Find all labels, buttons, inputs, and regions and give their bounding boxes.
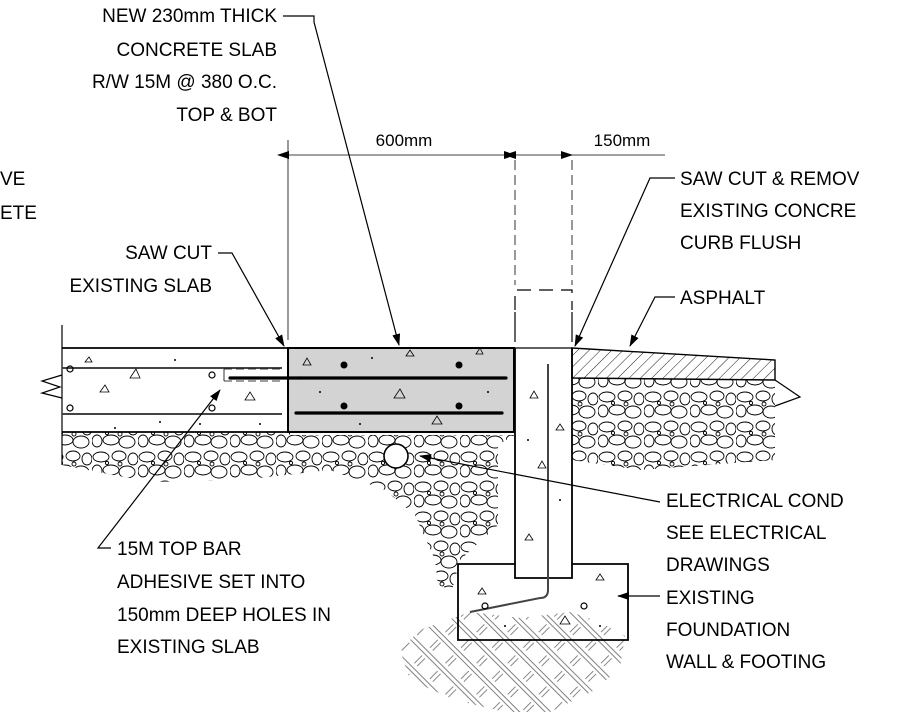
gravel-fill-right [572, 378, 775, 470]
new-concrete-slab [228, 347, 515, 433]
svg-text:EXISTING CONCRE: EXISTING CONCRE [680, 201, 856, 222]
label-top-bar: 15M TOP BAR ADHESIVE SET INTO 150mm DEEP… [117, 539, 331, 658]
svg-text:EXISTING: EXISTING [666, 588, 755, 609]
asphalt-layer [571, 347, 802, 407]
svg-text:SAW CUT: SAW CUT [125, 243, 212, 264]
existing-footing [457, 560, 629, 641]
svg-text:NEW 230mm THICK: NEW 230mm THICK [102, 6, 277, 27]
label-foundation: EXISTING FOUNDATION WALL & FOOTING [666, 588, 826, 673]
label-left-partial: VE ETE [0, 169, 37, 224]
gravel-fill-left [62, 432, 515, 590]
svg-text:ELECTRICAL COND: ELECTRICAL COND [666, 491, 844, 512]
dim-600mm: 600mm [376, 131, 433, 150]
dimension-lines [277, 140, 665, 340]
label-asphalt: ASPHALT [680, 288, 766, 309]
svg-text:15M TOP BAR: 15M TOP BAR [117, 539, 242, 560]
electrical-conduit [383, 443, 409, 469]
foundation-wall [514, 160, 573, 564]
dim-150mm: 150mm [594, 131, 651, 150]
svg-text:VE: VE [0, 169, 25, 190]
existing-slab [39, 325, 288, 465]
label-saw-cut-curb: SAW CUT & REMOV EXISTING CONCRE CURB FLU… [680, 169, 860, 254]
svg-text:SEE ELECTRICAL: SEE ELECTRICAL [666, 523, 827, 544]
svg-text:ASPHALT: ASPHALT [680, 288, 766, 309]
svg-text:ETE: ETE [0, 203, 37, 224]
svg-text:CURB FLUSH: CURB FLUSH [680, 233, 801, 254]
label-new-slab: NEW 230mm THICK CONCRETE SLAB R/W 15M @ … [92, 6, 277, 126]
svg-text:EXISTING SLAB: EXISTING SLAB [69, 276, 212, 297]
svg-text:CONCRETE SLAB: CONCRETE SLAB [117, 40, 277, 61]
svg-text:ADHESIVE SET INTO: ADHESIVE SET INTO [117, 572, 305, 593]
svg-text:EXISTING SLAB: EXISTING SLAB [117, 637, 260, 658]
leader-lines [96, 15, 675, 600]
svg-text:DRAWINGS: DRAWINGS [666, 555, 770, 576]
svg-text:WALL & FOOTING: WALL & FOOTING [666, 652, 826, 673]
undisturbed-earth-hatch [400, 612, 625, 712]
dowel-bar [223, 368, 282, 382]
svg-text:150mm DEEP HOLES IN: 150mm DEEP HOLES IN [117, 605, 331, 626]
svg-text:FOUNDATION: FOUNDATION [666, 620, 790, 641]
svg-text:SAW CUT & REMOV: SAW CUT & REMOV [680, 169, 860, 190]
svg-text:TOP & BOT: TOP & BOT [176, 105, 277, 126]
label-electrical-conduit: ELECTRICAL COND SEE ELECTRICAL DRAWINGS [666, 491, 844, 576]
svg-text:R/W 15M @ 380 O.C.: R/W 15M @ 380 O.C. [92, 72, 277, 93]
label-saw-cut-slab: SAW CUT EXISTING SLAB [69, 243, 212, 297]
